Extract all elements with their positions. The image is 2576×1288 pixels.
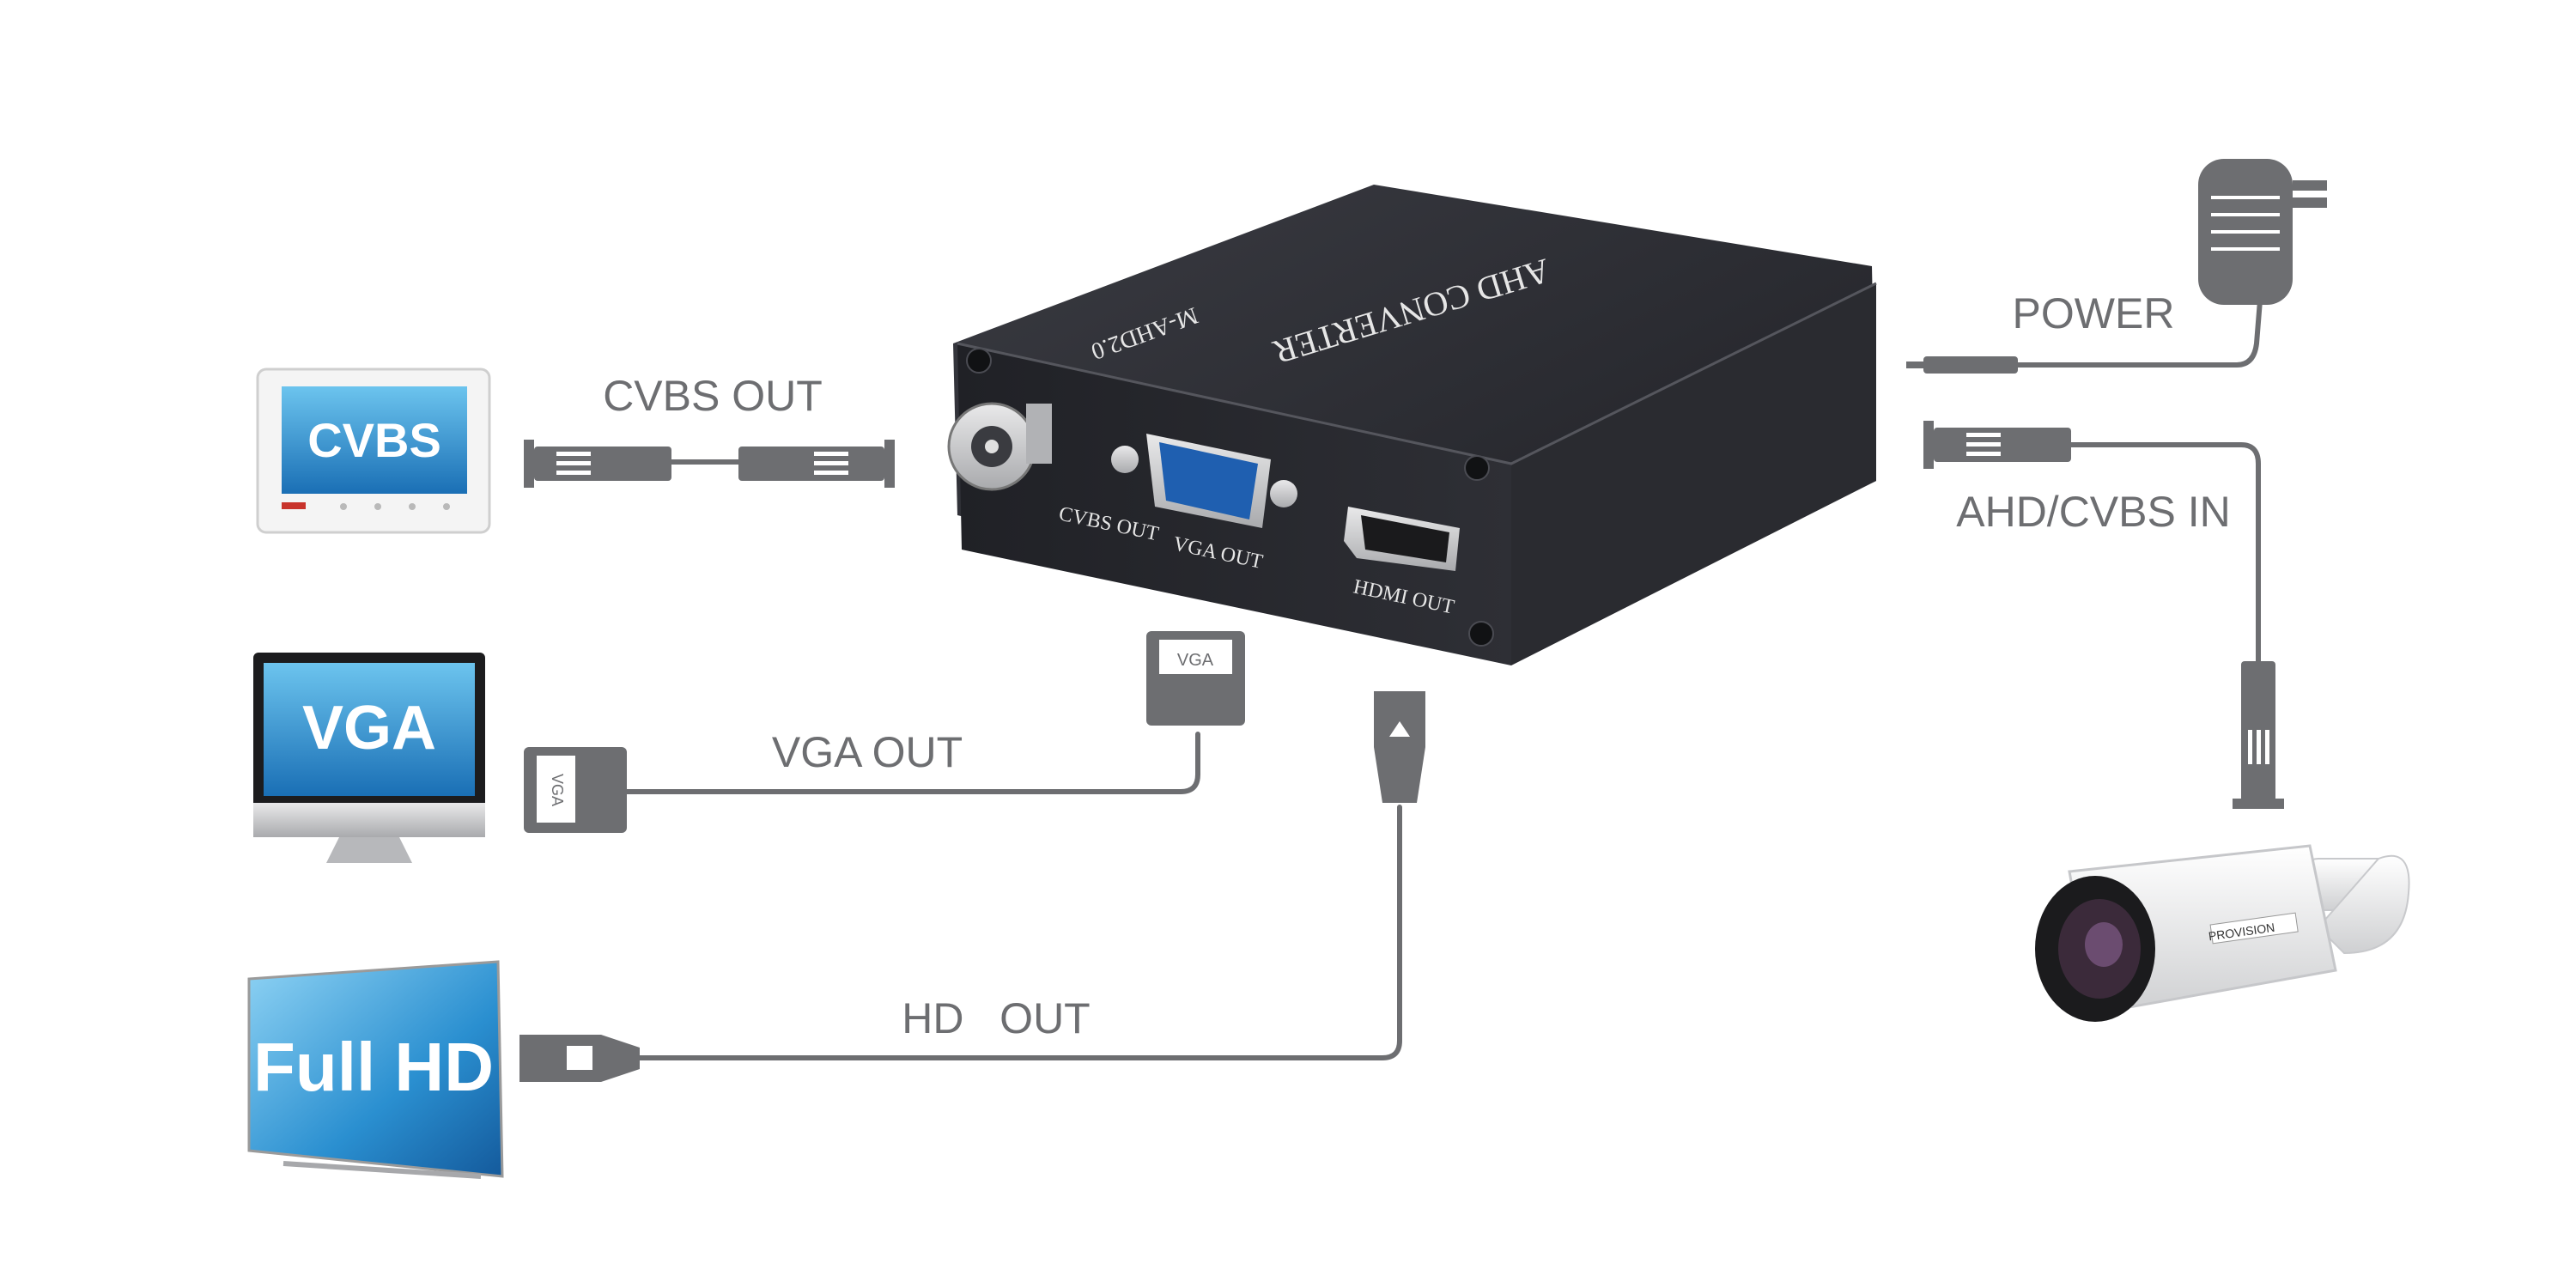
bnc-port — [947, 402, 1052, 491]
full-hd-tv: Full HD — [247, 960, 504, 1179]
power-adapter — [2198, 159, 2327, 305]
power-label: POWER — [2013, 289, 2175, 337]
vga-monitor: VGA — [253, 653, 485, 863]
cvbs-out-label: CVBS OUT — [603, 372, 823, 420]
vga-out-label: VGA OUT — [772, 728, 963, 776]
hd-out-label: HD OUT — [902, 994, 1090, 1042]
cvbs-cable — [524, 440, 895, 488]
vga-screen-label: VGA — [302, 694, 436, 762]
cvbs-monitor: CVBS — [256, 368, 491, 534]
vga-connector-tag-left: VGA — [549, 774, 566, 806]
hdmi-cable — [519, 691, 1425, 1082]
vga-connector-tag-top: VGA — [1177, 651, 1214, 670]
vga-port — [1111, 434, 1297, 528]
vga-cable: VGA VGA — [524, 631, 1245, 833]
bullet-camera: PROVISION — [2035, 844, 2410, 1022]
ahd-cvbs-in-label: AHD/CVBS IN — [1956, 488, 2231, 536]
cvbs-screen-label: CVBS — [307, 413, 441, 467]
ahd-cvbs-in-cable — [1923, 421, 2284, 809]
ahd-converter-box: AHD CONVERTER M-AHD2.0 CVBS OUT VGA OUT — [947, 185, 1877, 665]
power-cable — [1906, 298, 2263, 374]
full-hd-screen-label: Full HD — [253, 1029, 494, 1105]
hdmi-port — [1344, 507, 1460, 571]
